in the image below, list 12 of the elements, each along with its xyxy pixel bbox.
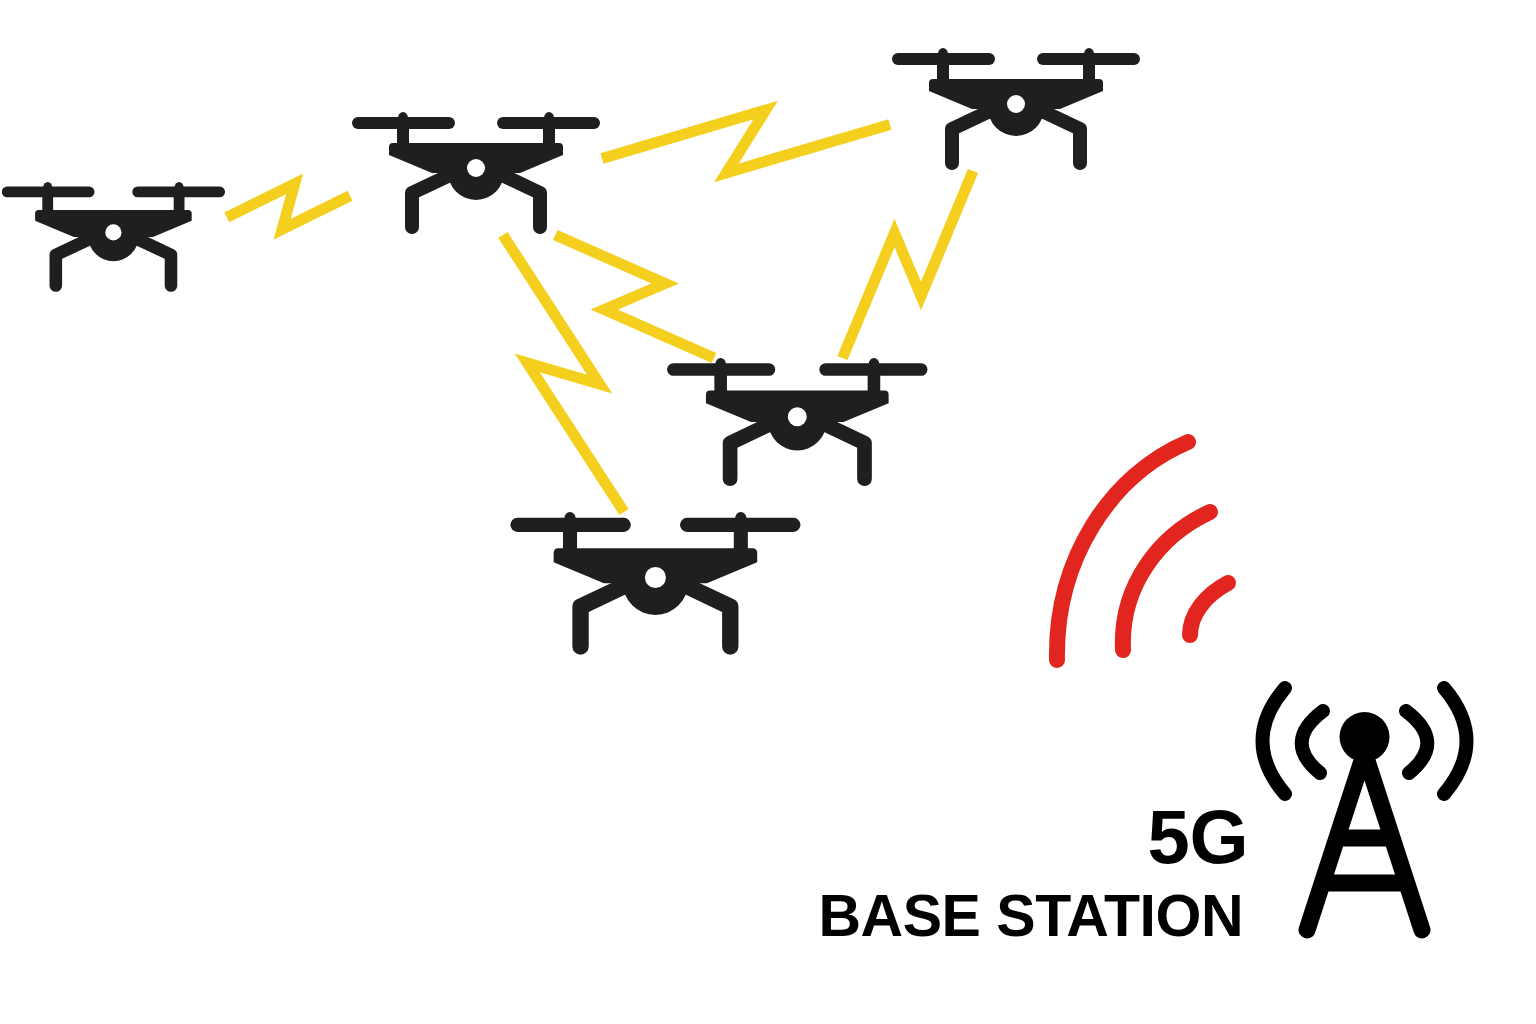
drone-icon: [890, 48, 1142, 171]
lightning-bolt: [498, 232, 629, 515]
drone-icon: [665, 358, 930, 488]
lightning-bolt: [600, 100, 892, 183]
lightning-bolt: [837, 168, 979, 361]
lightning-bolt: [553, 229, 717, 364]
drone-icon: [0, 182, 227, 293]
station-label: 5G: [1147, 799, 1248, 875]
drone-icon: [508, 512, 803, 656]
drone-icon: [350, 112, 602, 235]
station-label: BASE STATION: [818, 887, 1243, 946]
lightning-bolt: [224, 173, 353, 240]
